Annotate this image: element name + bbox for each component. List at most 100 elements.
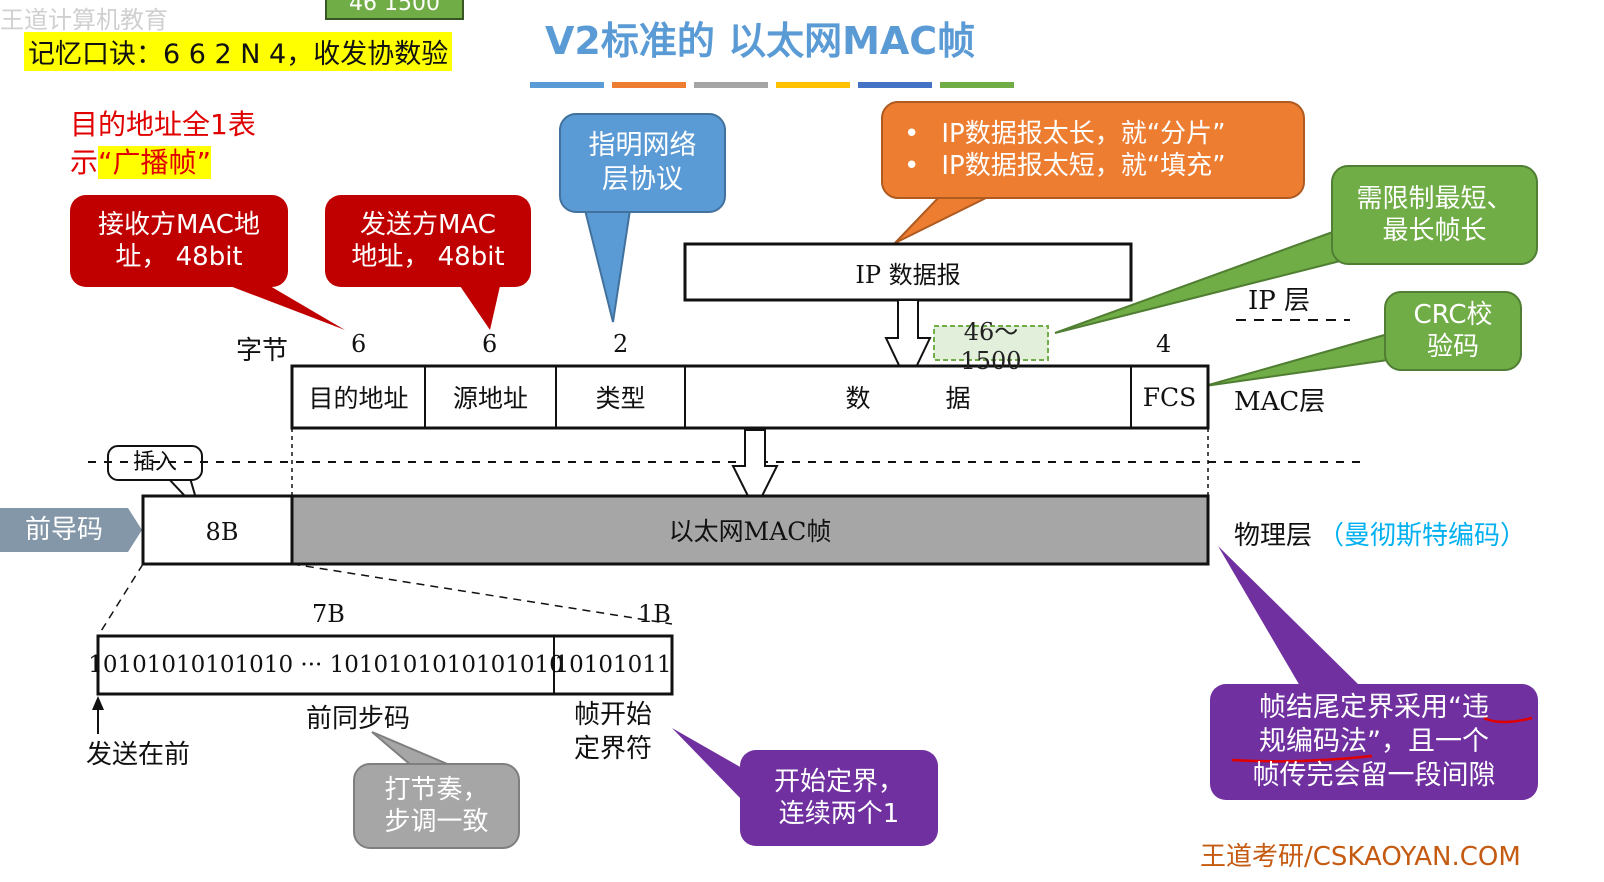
rhythm-callout (353, 763, 520, 849)
byte-count-type: 2 (613, 330, 629, 358)
src-mac-callout (325, 195, 531, 287)
send-first-label: 发送在前 (86, 740, 191, 770)
ip-layer-label: IP 层 (1248, 286, 1311, 316)
preamble-tag (0, 508, 142, 552)
phys-8b-label: 8B (205, 518, 239, 546)
field-data: 数 据 (845, 384, 971, 413)
mac-to-phys-arrow (731, 429, 779, 513)
start-delim-callout-tail (672, 728, 742, 800)
field-dest-addr: 目的地址 (308, 384, 409, 413)
length-line2: 最长帧长 (1382, 216, 1487, 246)
handwritten-underline (1231, 754, 1373, 763)
broadcast-highlight: “广播帧” (98, 146, 212, 179)
ip-callout-tail (894, 195, 991, 244)
end-delim-callout-text: 帧结尾定界采用“违 规编码法”，且一个 帧传完会留一段间隙 (1210, 684, 1538, 800)
preamble-tag-text: 前导码 (24, 514, 103, 545)
sfd-label: 帧开始 定界符 (574, 698, 652, 766)
phys-preamble-box (141, 494, 294, 566)
src-mac-line1: 发送方MAC (360, 209, 496, 240)
ip-callout (881, 101, 1305, 199)
crc-line1: CRC校 (1413, 299, 1493, 330)
rhythm-callout-tail (371, 731, 453, 767)
manchester-label: （曼彻斯特编码） (1318, 521, 1527, 551)
title-underline-segment (694, 82, 768, 88)
data-range-label: 46～1500 (960, 317, 1022, 375)
sfd-bits: 10101011 (554, 652, 672, 678)
start-delim-line1: 开始定界， (773, 766, 904, 797)
watermark: 王道计算机教育 (0, 6, 168, 34)
sfd-label-line1: 帧开始 (574, 700, 653, 730)
broadcast-note-line1: 目的地址全1表 (70, 108, 256, 141)
end-delim-line2: 规编码法”，且一个 (1259, 726, 1489, 758)
type-callout (559, 113, 726, 213)
src-mac-line2: 地址， 48bit (351, 242, 505, 272)
length-callout-text: 需限制最短、 最长帧长 (1332, 166, 1537, 264)
end-delim-callout-tail (1218, 546, 1360, 686)
src-mac-callout-tail (460, 286, 500, 330)
field-fcs: FCS (1142, 382, 1197, 412)
crc-callout-text: CRC校 验码 (1385, 292, 1521, 370)
type-callout-text: 指明网络 层协议 (560, 114, 725, 212)
start-delim-callout (740, 750, 938, 846)
footer-brand: 王道考研/CSKAOYAN.COM (1200, 842, 1521, 872)
byte-count-src: 6 (482, 330, 498, 358)
rhythm-line1: 打节奏， (384, 774, 489, 805)
ip-datagram-box (683, 242, 1133, 302)
page-title: V2标准的 以太网MAC帧 (545, 19, 976, 63)
length-line1: 需限制最短、 (1356, 183, 1513, 214)
start-delim-callout-text: 开始定界， 连续两个1 (740, 750, 938, 846)
byte-count-dest: 6 (351, 330, 367, 358)
broadcast-note-prefix: 示 (70, 146, 99, 179)
dest-mac-line2: 址， 48bit (115, 242, 243, 272)
length-callout (1331, 165, 1538, 265)
ip-bullet2: IP数据报太短，就“填充” (941, 151, 1226, 181)
rhythm-callout-text: 打节奏， 步调一致 (354, 764, 519, 848)
top-fragment-box: 46 1500 (325, 0, 464, 20)
mac-layer-label: MAC层 (1234, 387, 1326, 417)
sfd-label-line2: 定界符 (574, 734, 653, 764)
title-underline-segment (858, 82, 932, 88)
crc-line2: 验码 (1426, 332, 1479, 362)
phys-frame-label: 以太网MAC帧 (668, 517, 832, 546)
title-underline (530, 82, 1014, 88)
bytes-label: 字节 (236, 336, 289, 366)
dest-mac-callout-text: 接收方MAC地 址， 48bit (70, 195, 288, 287)
byte-count-fcs: 4 (1156, 330, 1172, 358)
dest-mac-callout-tail (230, 286, 345, 330)
dest-mac-line1: 接收方MAC地 (98, 209, 260, 240)
dest-mac-callout (70, 195, 288, 287)
data-range-box (933, 325, 1049, 361)
end-delim-line3: 帧传完会留一段间隙 (1252, 759, 1496, 791)
end-delim-callout (1210, 684, 1538, 800)
title-underline-segment (530, 82, 604, 88)
ip-callout-text: •IP数据报太长，就“分片” •IP数据报太短，就“填充” (904, 118, 1226, 182)
field-src-addr: 源地址 (452, 384, 528, 413)
ip-datagram-label: IP 数据报 (855, 260, 961, 289)
ip-to-mac-arrow (884, 299, 932, 387)
phys-frame-box (290, 494, 1210, 566)
rhythm-line2: 步调一致 (384, 807, 489, 837)
broadcast-note: 目的地址全1表 示“广播帧” (70, 106, 290, 182)
crc-callout-tail (1204, 332, 1389, 387)
start-delim-line2: 连续两个1 (778, 799, 900, 829)
title-underline-segment (940, 82, 1014, 88)
preamble-1b-label: 1B (638, 600, 671, 628)
end-delim-line1: 帧结尾定界采用“违 (1259, 692, 1489, 724)
insert-callout-text: 插入 (132, 450, 177, 476)
preamble-bits: 10101010101010 ··· 1010101010101010 (88, 652, 564, 678)
field-type: 类型 (595, 384, 646, 413)
preamble-label: 前同步码 (306, 704, 411, 734)
preamble-7b-label: 7B (312, 600, 345, 628)
type-callout-tail (583, 209, 632, 323)
title-underline-segment (776, 82, 850, 88)
src-mac-callout-text: 发送方MAC 地址， 48bit (325, 195, 531, 287)
title-underline-segment (612, 82, 686, 88)
type-line2: 层协议 (602, 164, 683, 195)
ip-bullet1: IP数据报太长，就“分片” (941, 118, 1226, 149)
preamble-detail-box (96, 634, 674, 696)
type-line1: 指明网络 (588, 130, 697, 162)
crc-callout (1384, 291, 1522, 371)
mnemonic-text: 记忆口诀：6 6 2 N 4，收发协数验 (24, 32, 453, 71)
phys-layer-label: 物理层 (1234, 521, 1313, 551)
